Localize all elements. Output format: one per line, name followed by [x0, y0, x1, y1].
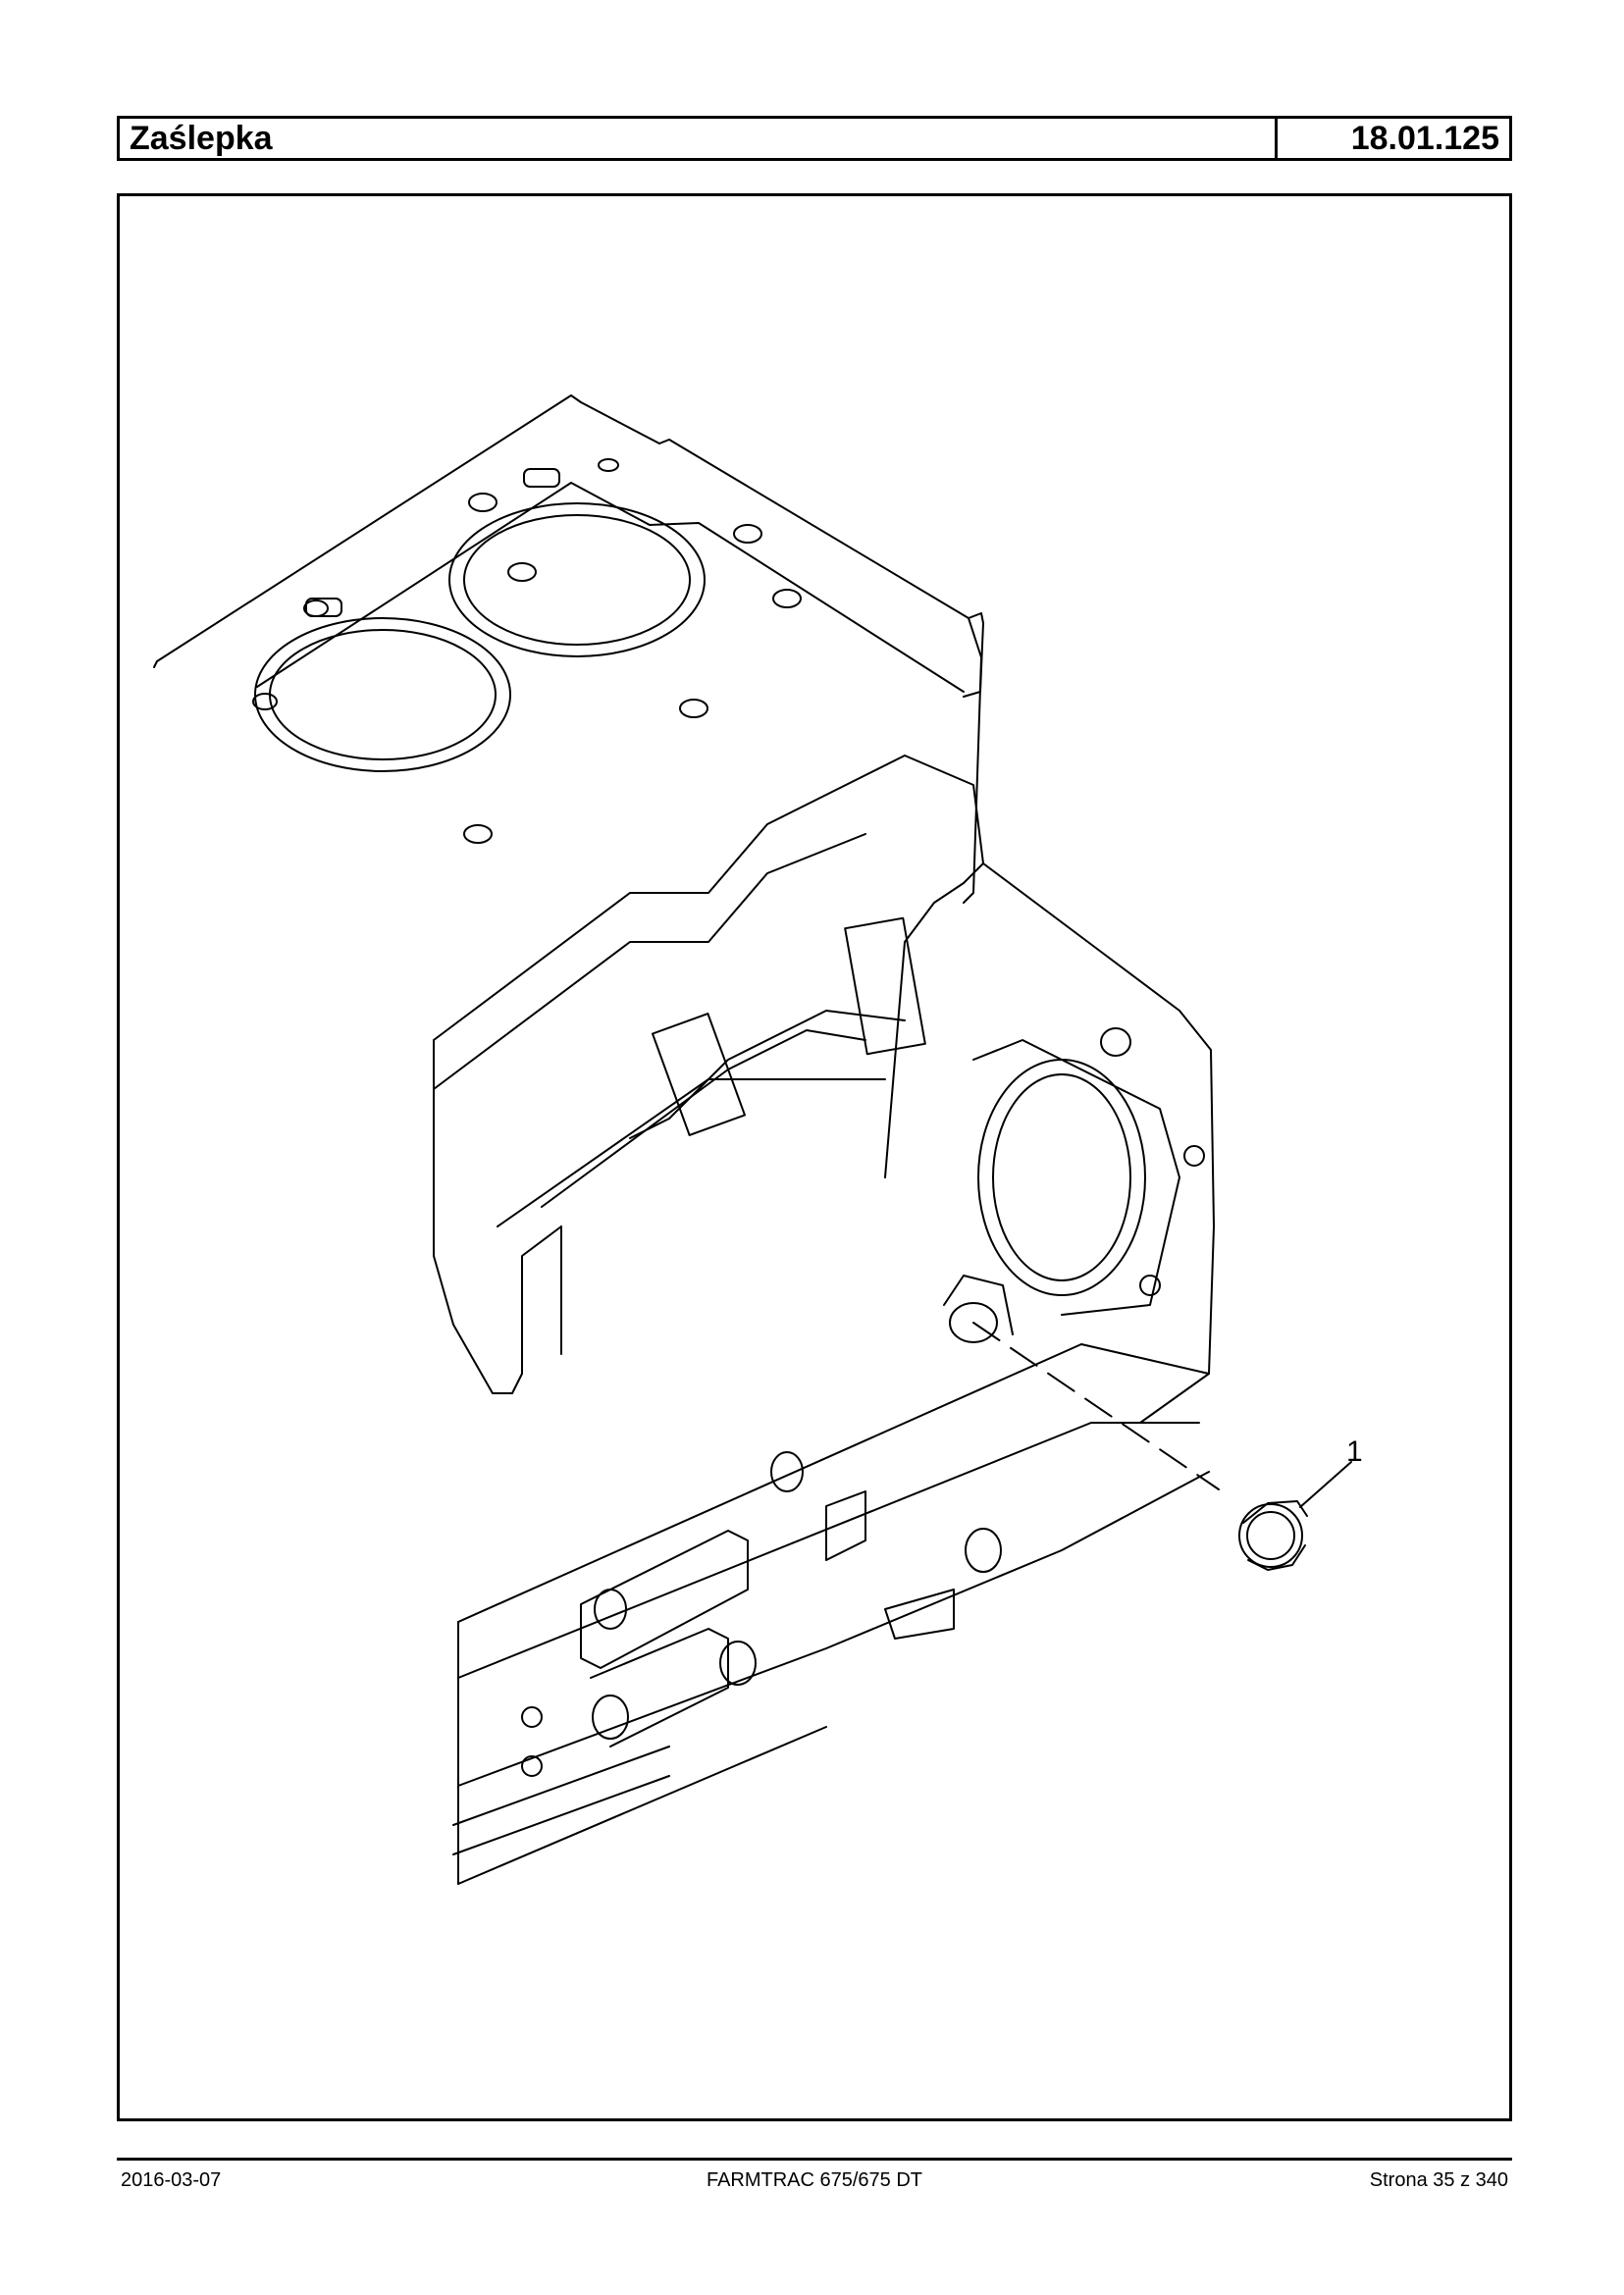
footer-model: FARMTRAC 675/675 DT — [706, 2169, 923, 2191]
plug-part-drawing — [1238, 1500, 1308, 1571]
footer-date: 2016-03-07 — [121, 2169, 222, 2191]
page-footer: 2016-03-07 FARMTRAC 675/675 DT Strona 35… — [117, 2168, 1512, 2198]
part-code: 18.01.125 — [1350, 120, 1499, 157]
explode-axis-line — [972, 1322, 1220, 1490]
callout-1: 1 — [1346, 1435, 1363, 1468]
callout-leader — [1299, 1461, 1352, 1508]
footer-page-number: Strona 35 z 340 — [1369, 2169, 1508, 2191]
engine-block-drawing — [153, 394, 1215, 1885]
page-header: Zaślepka 18.01.125 — [117, 116, 1512, 161]
diagram-frame: 1 — [117, 193, 1512, 2121]
footer-divider — [117, 2158, 1512, 2161]
engine-block-diagram — [153, 394, 1352, 1885]
part-title: Zaślepka — [120, 119, 1278, 158]
